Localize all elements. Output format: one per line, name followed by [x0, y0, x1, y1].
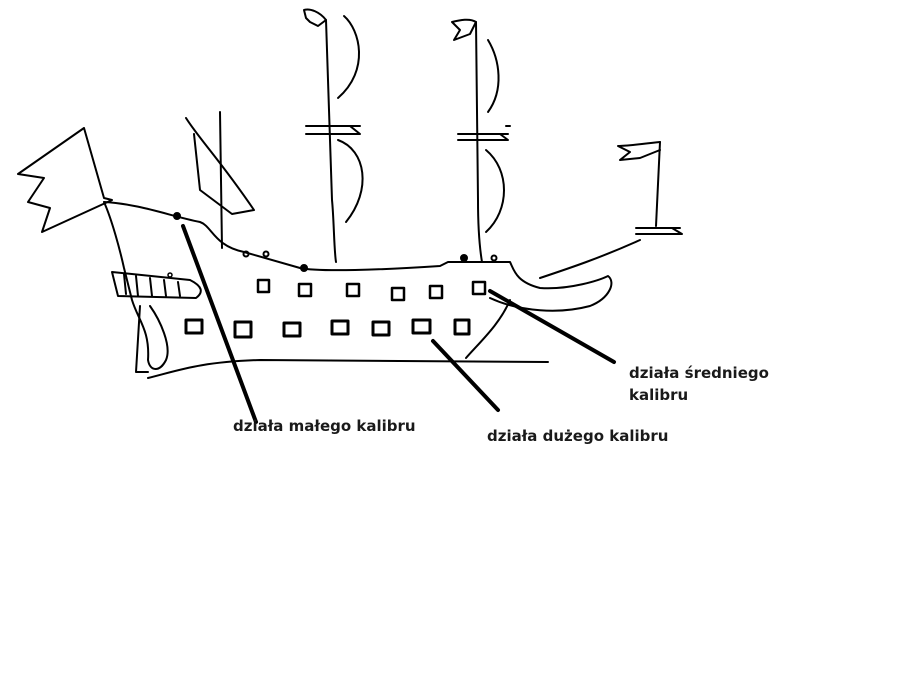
large-cannon-port	[184, 318, 204, 335]
hull-bow-keel	[465, 299, 511, 359]
yard-bow	[635, 227, 683, 235]
sail-front-top	[487, 39, 500, 113]
hull-left-side	[103, 201, 169, 370]
label-small-caliber-cannons: działa małego kalibru	[233, 417, 416, 435]
medium-cannon-port	[297, 282, 313, 298]
medium-cannon-port	[345, 282, 361, 298]
sail-front-bottom	[485, 149, 505, 233]
sail-middle-top	[337, 15, 360, 99]
hull-bottom-left	[147, 359, 549, 379]
medium-cannon-port	[390, 286, 406, 302]
small-cannon	[460, 254, 468, 262]
sail-middle-bottom	[337, 139, 364, 223]
mast-front	[475, 21, 483, 263]
small-cannon	[173, 212, 181, 220]
label-medium-line-1: działa średniego	[629, 364, 769, 382]
leader-line-small	[181, 224, 258, 424]
large-cannon-port	[453, 318, 471, 336]
yard-front	[457, 125, 511, 141]
small-cannon	[262, 250, 270, 258]
flag-bow	[617, 141, 661, 161]
leader-line-large	[431, 339, 500, 412]
large-cannon-port	[233, 320, 253, 339]
mast-middle	[325, 19, 337, 263]
small-cannon	[300, 264, 308, 272]
label-medium-caliber-cannons: działa średniego kalibru	[629, 362, 769, 406]
bow-flag	[17, 127, 113, 233]
mast-rear	[219, 111, 223, 249]
bowsprit-line	[539, 239, 641, 279]
medium-cannon-port	[471, 280, 487, 296]
sail-rear	[185, 117, 255, 215]
mast-bow	[655, 141, 661, 227]
large-cannon-port	[371, 320, 391, 337]
flag-front	[451, 18, 477, 41]
label-large-caliber-cannons: działa dużego kalibru	[487, 427, 669, 445]
medium-cannon-port	[256, 278, 271, 294]
small-cannon	[490, 254, 498, 262]
large-cannon-port	[411, 318, 432, 335]
deck-railing	[111, 271, 202, 299]
hull-upper-line	[103, 201, 613, 312]
yard-middle	[305, 125, 361, 135]
leader-line-medium	[488, 289, 616, 364]
medium-cannon-port	[428, 284, 444, 300]
hull-stern-drop	[135, 305, 149, 373]
large-cannon-port	[330, 319, 350, 336]
label-medium-line-2: kalibru	[629, 386, 689, 404]
large-cannon-port	[282, 321, 302, 338]
small-cannon	[242, 250, 250, 258]
flag-middle	[303, 8, 327, 27]
